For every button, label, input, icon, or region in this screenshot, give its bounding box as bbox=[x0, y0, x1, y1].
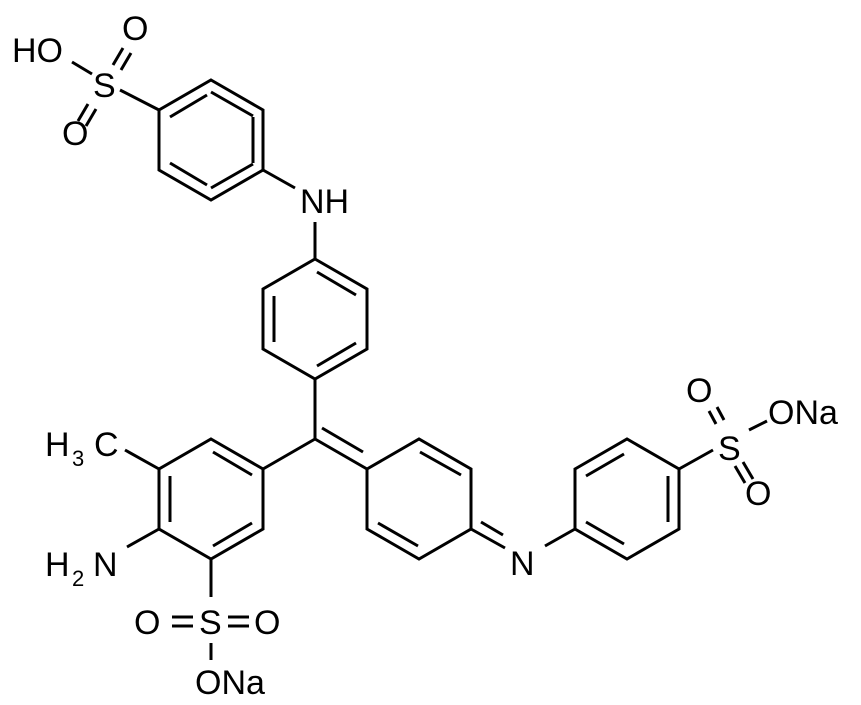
s-label: S bbox=[93, 67, 116, 105]
c-label: C bbox=[94, 426, 119, 464]
h-label: H bbox=[45, 546, 70, 584]
o-label: O bbox=[62, 115, 88, 153]
o-label: O bbox=[745, 475, 771, 513]
n-imine-label: N bbox=[510, 545, 535, 583]
o-label: O bbox=[122, 10, 148, 48]
sub-label: 2 bbox=[72, 566, 84, 591]
top-benzene-ring bbox=[157, 78, 265, 202]
s-label: S bbox=[718, 430, 741, 468]
o-label: O bbox=[686, 372, 712, 410]
n-label: N bbox=[93, 546, 118, 584]
o-label: O bbox=[254, 604, 280, 642]
ho-label: HO bbox=[12, 32, 63, 70]
sub-label: 3 bbox=[72, 446, 84, 471]
nh-label: NH bbox=[300, 183, 349, 221]
ona-label: ONa bbox=[768, 394, 838, 432]
s-label: S bbox=[199, 604, 222, 642]
ona-label: ONa bbox=[195, 664, 265, 702]
h-label: H bbox=[45, 426, 70, 464]
o-label: O bbox=[134, 604, 160, 642]
